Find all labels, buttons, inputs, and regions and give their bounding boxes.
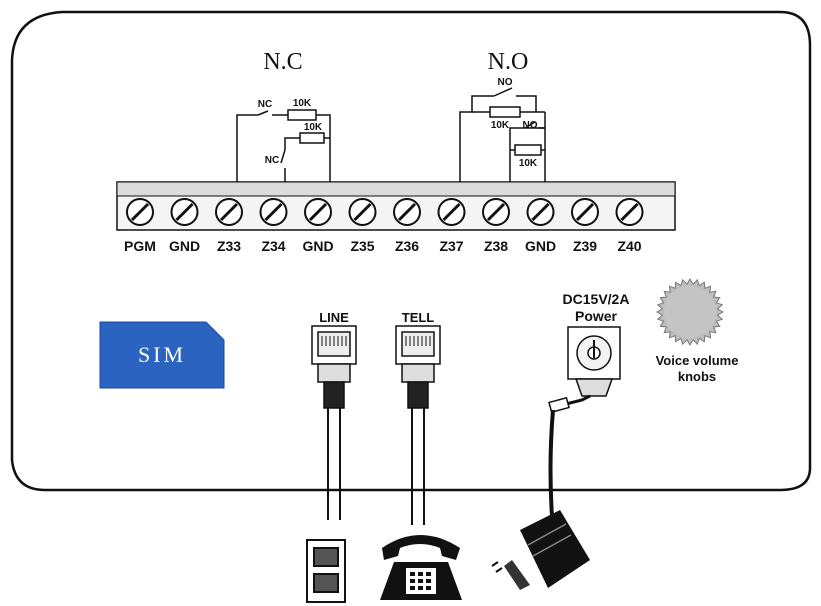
power-socket (567, 326, 621, 397)
no-switch-right-label: NO (523, 120, 538, 131)
no-switch-top-label: NO (498, 77, 513, 88)
terminal-label: PGM (124, 238, 156, 254)
power-label: Power (575, 308, 618, 324)
terminal-label: Z37 (439, 238, 463, 254)
nc-switch-top-label: NC (258, 99, 272, 110)
nc-resistor-top-label: 10K (293, 98, 312, 109)
terminal-label: GND (525, 238, 556, 254)
wall-jack (306, 539, 346, 603)
terminal-label: Z36 (395, 238, 419, 254)
terminal-label: Z40 (617, 238, 641, 254)
power-rating-label: DC15V/2A (563, 291, 630, 307)
terminal-screw-slot (264, 202, 283, 222)
nc-heading: N.C (263, 49, 302, 75)
terminal-label: Z38 (484, 238, 508, 254)
no-resistor-bottom-label: 10K (519, 158, 538, 169)
terminal-label: Z33 (217, 238, 241, 254)
terminal-screw-slot (130, 202, 150, 222)
power-adapter-icon (491, 510, 590, 590)
terminal-screw-slot (175, 202, 194, 222)
terminal-screw-slot (308, 202, 328, 222)
terminal-label: GND (302, 238, 333, 254)
telephone-icon (380, 535, 462, 600)
terminal-block: PGM GND Z33 Z34 GND Z35 Z36 Z37 Z38 GND Z39 Z40 (116, 181, 676, 254)
knob-label-line2: knobs (678, 369, 716, 384)
tell-port (395, 325, 441, 525)
terminal-screw-slot (620, 202, 639, 222)
terminal-label: GND (169, 238, 200, 254)
no-resistor-left-label: 10K (491, 120, 510, 131)
terminal-screw-slot (442, 202, 461, 222)
tell-port-label: TELL (402, 310, 435, 325)
terminal-label: Z35 (350, 238, 374, 254)
terminal-screw-slot (353, 202, 372, 222)
terminal-screw-slot (397, 202, 417, 222)
terminal-screw-slot (486, 202, 506, 222)
terminal-label: Z39 (573, 238, 597, 254)
volume-knob-icon (656, 278, 724, 346)
knob-label-line1: Voice volume (656, 353, 739, 368)
terminal-label: Z34 (261, 238, 285, 254)
terminal-screw-slot (531, 202, 550, 222)
no-heading: N.O (488, 49, 529, 75)
terminal-screw-slot (575, 202, 595, 222)
sim-label: SIM (138, 342, 186, 367)
nc-switch-side-label: NC (265, 155, 279, 166)
terminal-screw-slot (219, 202, 239, 222)
line-port (311, 325, 357, 520)
nc-resistor-mid-label: 10K (304, 122, 323, 133)
sim-card: SIM (99, 321, 225, 389)
line-port-label: LINE (319, 310, 349, 325)
